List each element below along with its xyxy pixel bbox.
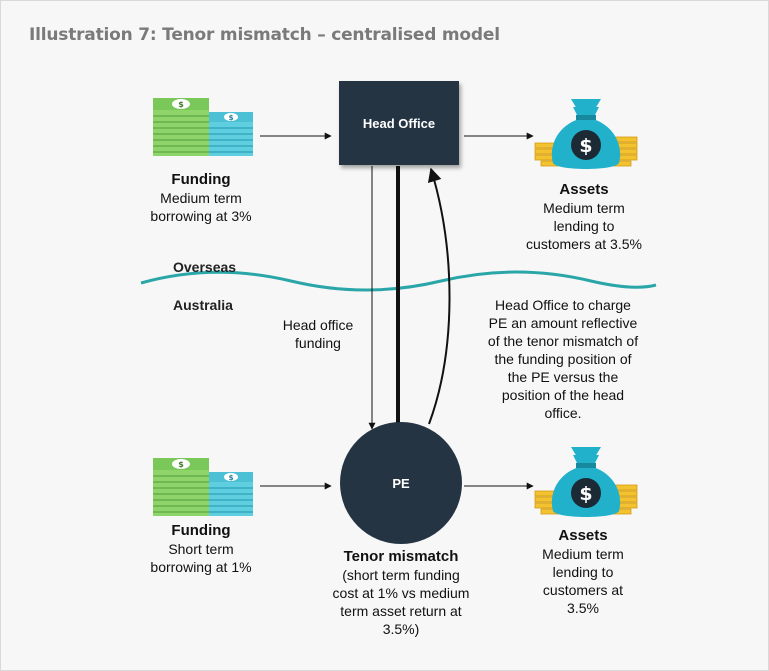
funding-bottom-label: Funding Short term borrowing at 1% xyxy=(141,522,261,576)
assets-bottom-line1: Medium term xyxy=(542,546,624,562)
funding-bottom-heading: Funding xyxy=(171,522,231,539)
funding-top-line1: Medium term xyxy=(160,190,242,206)
diagram-title: Illustration 7: Tenor mismatch – central… xyxy=(29,25,500,45)
charge-note-line5: the PE versus the xyxy=(507,369,619,385)
funding-top-heading: Funding xyxy=(171,171,231,188)
assets-bottom-line4: 3.5% xyxy=(567,600,599,616)
charge-note: Head Office to charge PE an amount refle… xyxy=(463,296,663,422)
tenor-mismatch-label: Tenor mismatch (short term funding cost … xyxy=(321,548,481,638)
charge-note-line3: of the tenor mismatch of xyxy=(487,333,639,349)
head-office-label: Head Office xyxy=(362,115,436,131)
assets-top-heading: Assets xyxy=(559,181,609,198)
funding-bottom-line2: borrowing at 1% xyxy=(150,559,252,575)
tenor-line1: (short term funding xyxy=(342,567,460,583)
ho-funding-label: Head office funding xyxy=(263,316,373,352)
money-bag-icon: $ xyxy=(534,99,638,169)
tenor-heading: Tenor mismatch xyxy=(343,548,459,565)
svg-text:$: $ xyxy=(579,135,592,157)
head-office-node: Head Office xyxy=(339,81,459,165)
funding-bottom-line1: Short term xyxy=(168,541,234,557)
svg-text:$: $ xyxy=(229,474,234,482)
assets-bottom-label: Assets Medium term lending to customers … xyxy=(523,527,643,617)
charge-note-line1: Head Office to charge xyxy=(495,297,631,313)
svg-text:$: $ xyxy=(229,114,234,122)
charge-note-line4: the funding position of xyxy=(494,351,632,367)
ho-funding-line1: Head office xyxy=(282,317,354,333)
pe-label: PE xyxy=(392,475,410,491)
charge-note-line7: office. xyxy=(544,405,582,421)
charge-note-line6: position of the head xyxy=(501,387,625,403)
assets-bottom-line3: customers at xyxy=(542,582,624,598)
tenor-line3: term asset return at xyxy=(340,603,462,619)
arrow-charge-up xyxy=(427,167,451,425)
funding-top-label: Funding Medium term borrowing at 3% xyxy=(141,171,261,225)
region-australia: Australia xyxy=(173,297,233,313)
svg-text:$: $ xyxy=(178,100,184,109)
tenor-line2: cost at 1% vs medium xyxy=(332,585,470,601)
funding-top-line2: borrowing at 3% xyxy=(150,208,252,224)
svg-text:$: $ xyxy=(178,460,184,469)
assets-bottom-line2: lending to xyxy=(552,564,614,580)
assets-top-label: Assets Medium term lending to customers … xyxy=(509,181,659,253)
border-wave xyxy=(140,270,657,292)
money-stack-icon: $ $ xyxy=(153,458,253,516)
region-overseas: Overseas xyxy=(173,259,237,275)
ho-funding-line2: funding xyxy=(295,335,341,351)
assets-top-line3: customers at 3.5% xyxy=(526,236,642,252)
svg-text:$: $ xyxy=(579,483,592,505)
assets-top-line1: Medium term xyxy=(543,200,625,216)
money-bag-icon: $ xyxy=(534,447,638,517)
assets-bottom-heading: Assets xyxy=(558,527,608,544)
assets-top-line2: lending to xyxy=(553,218,615,234)
money-stack-icon: $ $ xyxy=(153,98,253,156)
charge-note-line2: PE an amount reflective xyxy=(488,315,638,331)
pe-node: PE xyxy=(340,422,462,544)
tenor-line4: 3.5%) xyxy=(382,621,420,637)
